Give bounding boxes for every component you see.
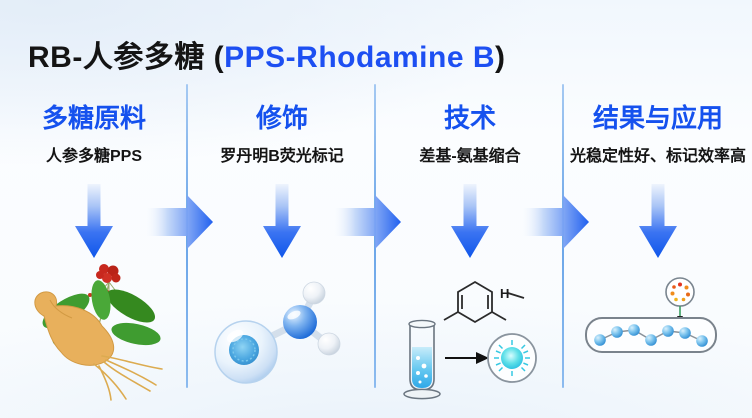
column-heading: 修饰 (255, 103, 308, 133)
column-heading: 结果与应用 (592, 103, 723, 133)
molecule-illustration (214, 281, 341, 384)
column-subtitle: 罗丹明B荧光标记 (220, 148, 344, 165)
fluorophore-icon (665, 277, 695, 322)
title-highlight: PPS-Rhodamine B (224, 41, 496, 75)
reaction-illustration: H (403, 280, 537, 400)
column-modification: 修饰 罗丹明B荧光标记 (188, 96, 376, 418)
reaction-arrow-icon (445, 352, 489, 364)
atom-sphere (317, 332, 341, 356)
atom-sphere (302, 281, 326, 305)
test-tube-icon (403, 319, 441, 400)
benzene-ring (443, 280, 525, 324)
column-subtitle: 差基-氨基缩合 (419, 148, 521, 165)
labeled-chain-illustration (585, 277, 717, 353)
right-arrow-icon (331, 195, 401, 249)
right-arrow-icon (519, 195, 589, 249)
column-heading: 技术 (443, 103, 496, 133)
column-results: 结果与应用 光稳定性好、标记效率高 (564, 96, 752, 418)
down-arrow-icon (263, 184, 301, 258)
down-arrow-icon (75, 184, 113, 258)
title-suffix: ) (495, 41, 506, 75)
polysaccharide-chain (585, 317, 717, 353)
down-arrow-icon (639, 184, 677, 258)
berry-cluster (88, 264, 121, 329)
fluorescent-particle (487, 333, 537, 383)
column-subtitle: 光稳定性好、标记效率高 (569, 148, 746, 165)
right-arrow-icon (143, 195, 213, 249)
column-technology: 技术 差基-氨基缩合 H (376, 96, 564, 418)
ginseng-root (34, 291, 163, 401)
down-arrow-icon (451, 184, 489, 258)
hydrogen-label: H (500, 286, 509, 301)
column-heading: 多糖原料 (41, 103, 146, 133)
column-raw-material: 多糖原料 人参多糖PPS (0, 96, 188, 418)
column-subtitle: 人参多糖PPS (45, 148, 143, 165)
blue-atom-sphere (283, 305, 317, 339)
cell-nucleus (229, 335, 259, 365)
page-title: RB-人参多糖 (PPS-Rhodamine B) (28, 32, 506, 76)
title-prefix: RB-人参多糖 ( (28, 41, 225, 75)
ginseng-illustration (34, 264, 163, 401)
